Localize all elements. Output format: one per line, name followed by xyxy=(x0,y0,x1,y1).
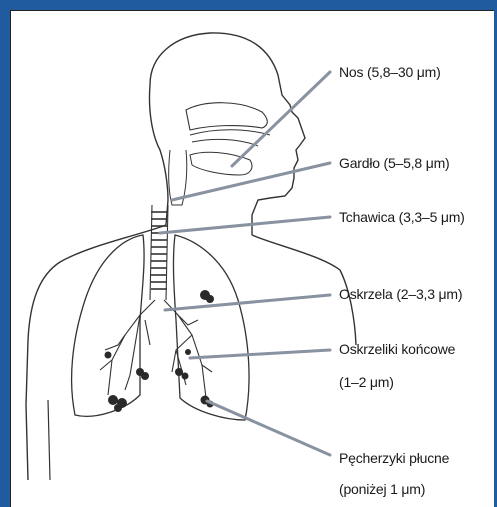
lung-right xyxy=(173,235,249,420)
label-bronchi: Oskrzela (2–3,3 μm) xyxy=(339,286,462,302)
trachea-rings xyxy=(151,212,167,289)
label-pharynx: Gardło (5–5,8 μm) xyxy=(339,155,450,171)
label-bronchioles: Oskrzeliki końcowe xyxy=(339,341,455,357)
pointer-alveoli xyxy=(207,401,330,455)
arm-left-inner xyxy=(48,400,50,480)
pointer-lines xyxy=(160,72,330,455)
head-back xyxy=(149,85,168,225)
pointer-nose xyxy=(232,72,330,166)
lung-left xyxy=(72,235,144,416)
label-alveoli-size: (poniżej 1 μm) xyxy=(339,481,425,497)
shoulder-left xyxy=(26,225,166,480)
label-bronchioles-size: (1–2 μm) xyxy=(339,374,394,390)
pointer-trachea xyxy=(160,217,330,233)
pointer-pharynx xyxy=(172,163,330,200)
nasal-cavity xyxy=(186,103,267,130)
pointer-bronchi xyxy=(165,295,330,310)
label-nose: Nos (5,8–30 μm) xyxy=(339,64,441,80)
label-alveoli: Pęcherzyki płucne xyxy=(339,450,449,466)
bronchial-tree xyxy=(100,300,212,398)
label-trachea: Tchawica (3,3–5 μm) xyxy=(339,209,465,225)
pointer-bronchioles xyxy=(190,350,330,358)
